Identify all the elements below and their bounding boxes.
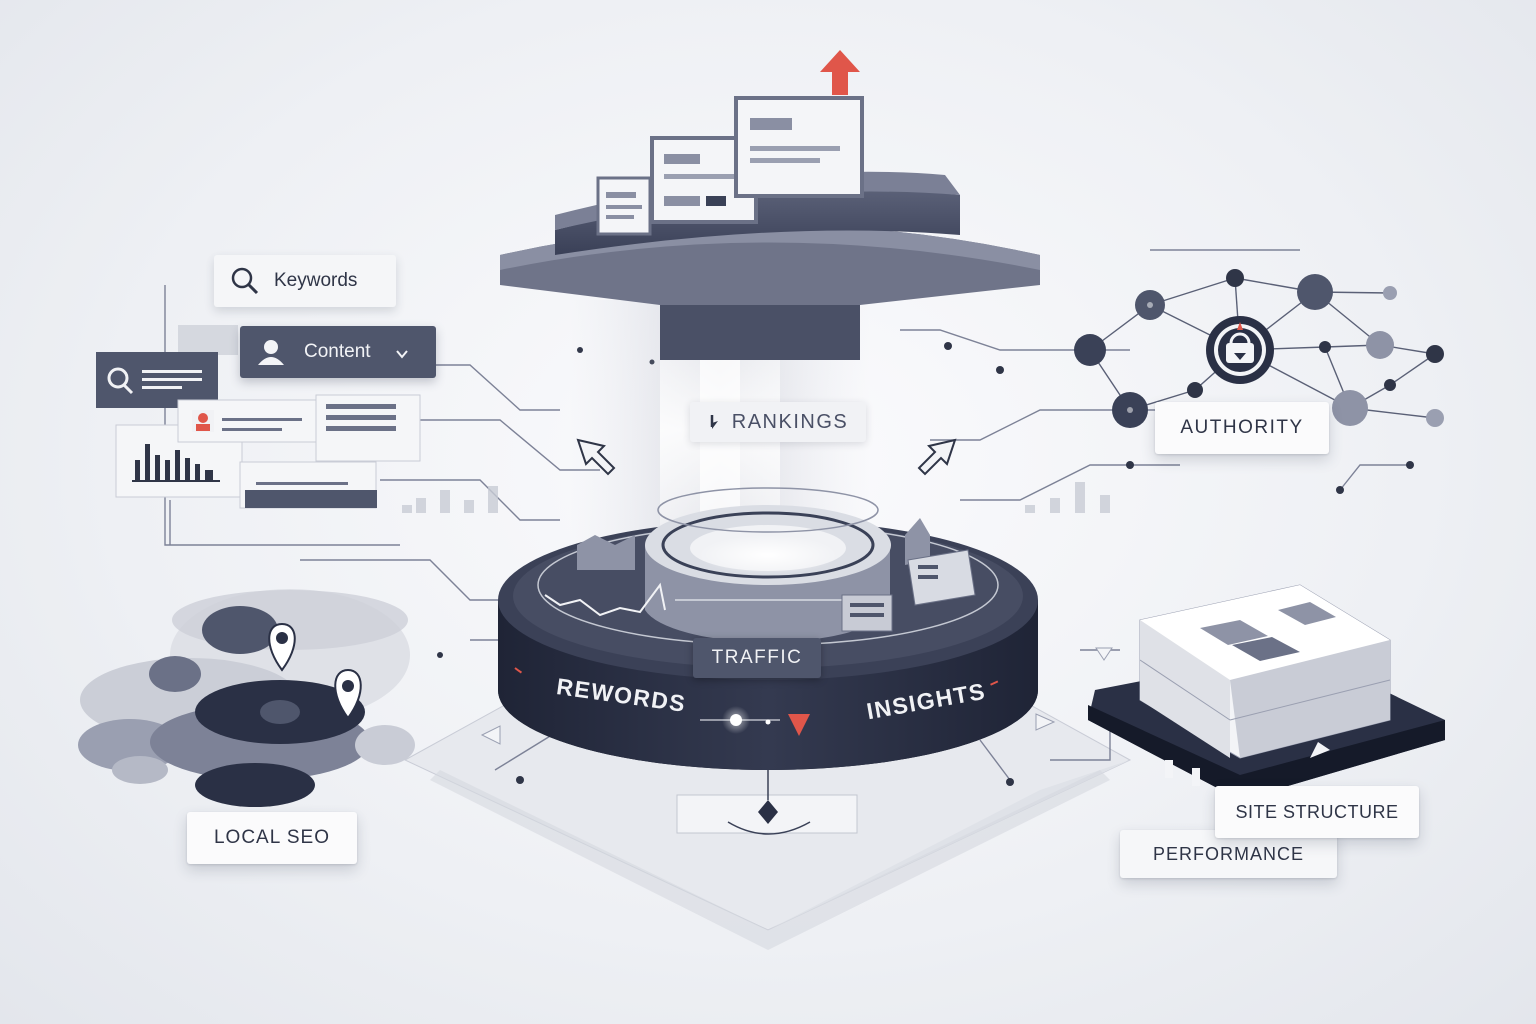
content-chip[interactable]: Content <box>240 326 436 378</box>
authority-text: AUTHORITY <box>1180 417 1304 438</box>
trend-line <box>544 582 666 617</box>
chevron-down-icon[interactable] <box>395 345 409 359</box>
local-seo-label: LOCAL SEO <box>187 812 357 864</box>
traffic-label: TRAFFIC <box>693 638 821 678</box>
local-seo-text: LOCAL SEO <box>213 827 330 848</box>
direction-arrows <box>480 647 1113 745</box>
authority-label: AUTHORITY <box>1155 402 1329 454</box>
content-label: Content <box>304 341 371 362</box>
rankings-label: RANKINGS <box>690 402 866 442</box>
performance-text: PERFORMANCE <box>1152 843 1304 864</box>
shield-icon <box>1226 322 1254 363</box>
arrow-up-icon <box>820 50 860 95</box>
arrow-down-icon <box>708 413 722 431</box>
site-structure-label: SITE STRUCTURE <box>1215 786 1419 838</box>
cursor-arrow-icon <box>576 438 957 476</box>
faint-bar-charts <box>402 482 1110 513</box>
drum-panels <box>577 518 976 632</box>
keywords-label: Keywords <box>274 270 358 291</box>
performance-label: PERFORMANCE <box>1120 830 1337 878</box>
site-structure-text: SITE STRUCTURE <box>1235 801 1399 822</box>
keywords-chip[interactable]: Keywords <box>214 255 396 307</box>
local-seo-map <box>78 589 415 807</box>
server-stack <box>1088 584 1445 800</box>
ranking-windows <box>596 96 864 236</box>
inner-core <box>645 487 891 643</box>
user-icon <box>256 337 286 367</box>
traffic-text: TRAFFIC <box>711 647 803 668</box>
ring-marker <box>700 706 810 736</box>
map-pin-icon <box>268 622 362 720</box>
search-icon <box>230 266 260 296</box>
rankings-text: RANKINGS <box>731 410 849 433</box>
content-cards <box>96 325 421 509</box>
